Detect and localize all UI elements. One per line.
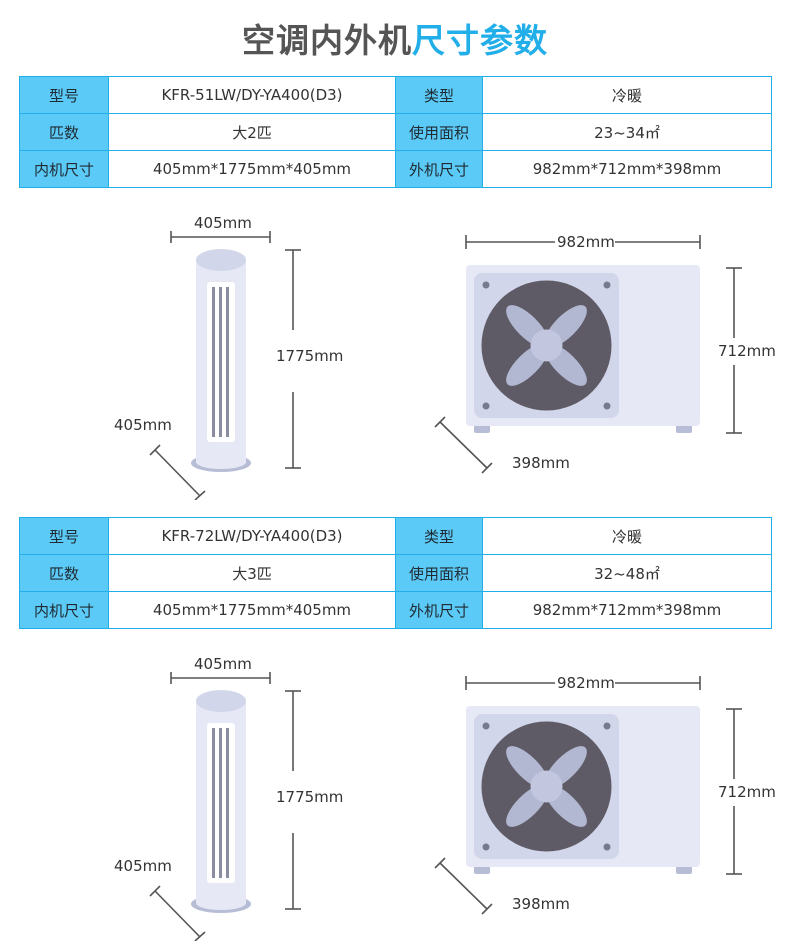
outdoor-depth-dimension-line [434,416,493,474]
outdoor-depth-label: 398mm [512,454,570,472]
table-row: 型号 KFR-51LW/DY-YA400(D3) 类型 冷暖 [19,76,772,114]
indoor-width-dimension-line [170,672,271,684]
label-type: 类型 [395,517,483,555]
label-power: 匹数 [19,554,109,592]
value-outdoor-size: 982mm*712mm*398mm [482,150,772,188]
outdoor-width-dimension-line [465,676,701,690]
value-indoor-size: 405mm*1775mm*405mm [108,591,396,629]
indoor-height-dimension-line [285,249,301,469]
indoor-depth-label: 405mm [114,857,172,875]
title-part-1: 空调内外机 [242,21,412,60]
indoor-width-label: 405mm [194,214,252,232]
indoor-depth-dimension-line [149,885,206,941]
indoor-depth-label: 405mm [114,416,172,434]
outdoor-width-label: 982mm [557,674,615,692]
indoor-width-label: 405mm [194,655,252,673]
dimension-drawing [149,231,742,500]
label-power: 匹数 [19,113,109,151]
label-type: 类型 [395,76,483,114]
dimension-drawing [149,672,742,941]
value-type: 冷暖 [482,76,772,114]
tower-air-conditioner-icon [191,690,251,913]
indoor-height-dimension-line [285,690,301,910]
indoor-width-dimension-line [170,231,271,243]
label-outdoor-size: 外机尺寸 [395,150,483,188]
outdoor-height-dimension-line [726,708,742,875]
dimension-diagram-model-1: 405mm 1775mm 405mm 982mm 712mm 398mm [0,200,790,500]
label-indoor-size: 内机尺寸 [19,150,109,188]
value-type: 冷暖 [482,517,772,555]
value-outdoor-size: 982mm*712mm*398mm [482,591,772,629]
value-power: 大3匹 [108,554,396,592]
label-area: 使用面积 [395,554,483,592]
spec-table-model-2: 型号 KFR-72LW/DY-YA400(D3) 类型 冷暖 匹数 大3匹 使用… [19,517,772,629]
label-model: 型号 [19,517,109,555]
indoor-height-label: 1775mm [276,788,344,806]
table-row: 内机尺寸 405mm*1775mm*405mm 外机尺寸 982mm*712mm… [19,591,772,629]
outdoor-condenser-unit-icon [466,706,700,874]
outdoor-condenser-unit-icon [466,265,700,433]
outdoor-width-label: 982mm [557,233,615,251]
indoor-height-label: 1775mm [276,347,344,365]
label-area: 使用面积 [395,113,483,151]
table-row: 匹数 大2匹 使用面积 23~34㎡ [19,113,772,151]
table-row: 型号 KFR-72LW/DY-YA400(D3) 类型 冷暖 [19,517,772,555]
label-outdoor-size: 外机尺寸 [395,591,483,629]
value-area: 23~34㎡ [482,113,772,151]
value-model: KFR-72LW/DY-YA400(D3) [108,517,396,555]
indoor-depth-dimension-line [149,444,206,500]
title-part-2: 尺寸参数 [412,21,548,60]
outdoor-height-label: 712mm [718,783,776,801]
table-row: 内机尺寸 405mm*1775mm*405mm 外机尺寸 982mm*712mm… [19,150,772,188]
value-power: 大2匹 [108,113,396,151]
outdoor-depth-dimension-line [434,857,493,915]
value-model: KFR-51LW/DY-YA400(D3) [108,76,396,114]
outdoor-depth-label: 398mm [512,895,570,913]
label-indoor-size: 内机尺寸 [19,591,109,629]
tower-air-conditioner-icon [191,249,251,472]
label-model: 型号 [19,76,109,114]
table-row: 匹数 大3匹 使用面积 32~48㎡ [19,554,772,592]
spec-table-model-1: 型号 KFR-51LW/DY-YA400(D3) 类型 冷暖 匹数 大2匹 使用… [19,76,772,188]
outdoor-width-dimension-line [465,235,701,249]
value-indoor-size: 405mm*1775mm*405mm [108,150,396,188]
dimension-diagram-model-2: 405mm 1775mm 405mm 982mm 712mm 398mm [0,641,790,941]
outdoor-height-dimension-line [726,267,742,434]
outdoor-height-label: 712mm [718,342,776,360]
page-title: 空调内外机尺寸参数 [0,14,790,62]
value-area: 32~48㎡ [482,554,772,592]
